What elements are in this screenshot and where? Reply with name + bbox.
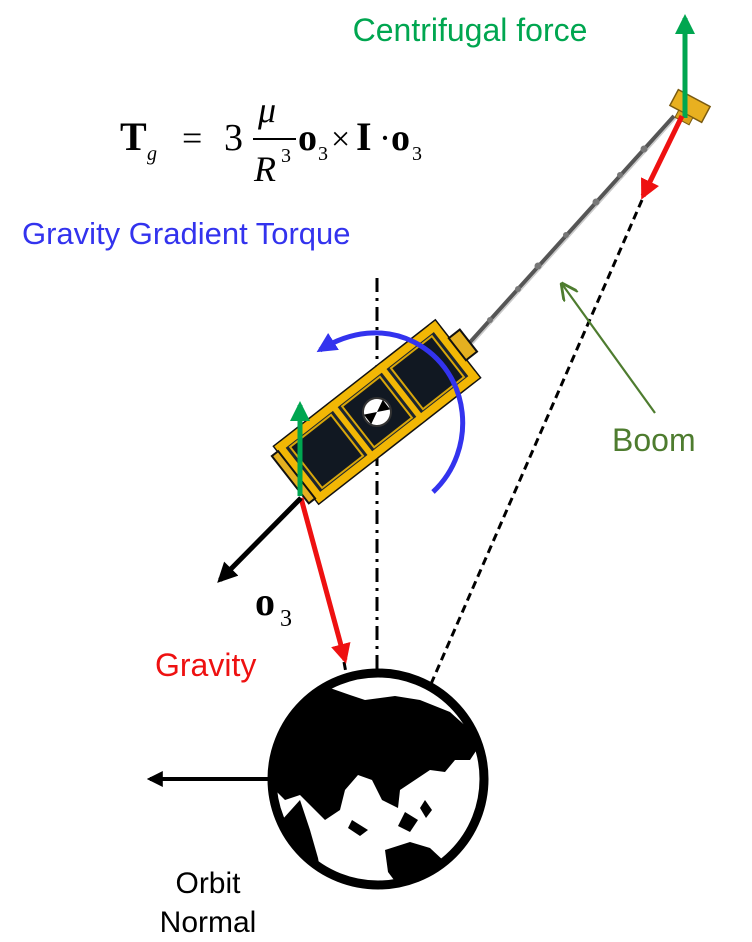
equation-lhs-subscript: g [147,143,157,165]
equation-term1-subscript: 3 [318,143,328,165]
satellite-body [270,318,482,506]
equation-cross: × [331,121,350,158]
equation-term2: o [391,117,410,159]
equation-equals: = [182,118,202,158]
satellite-gravity-arrow [298,497,351,664]
boom-tip-mass [668,88,712,126]
equation-inertia: I [356,114,372,159]
o3-axis-arrow [217,496,303,583]
o3-label-subscript: 3 [280,606,292,632]
equation-term2-subscript: 3 [412,143,422,165]
torque-arc-arrow [316,330,466,494]
orbit-normal-label-line1: Orbit [175,867,241,900]
earth-globe-icon [267,668,489,890]
tip-gravity-arrow [640,114,685,200]
equation-denominator-exponent: 3 [281,145,291,167]
boom-label: Boom [612,422,696,458]
centrifugal-force-label: Centrifugal force [353,12,588,48]
equation-denominator: R [253,149,276,189]
torque-label: Gravity Gradient Torque [22,216,351,251]
equation-numerator: μ [257,90,276,130]
gravity-label: Gravity [155,647,256,683]
orbit-normal-label-line2: Normal [160,906,257,939]
equation-coefficient: 3 [224,117,243,159]
boom-pointer-arrow [562,284,656,414]
boom [452,114,677,363]
equation-dot: · [379,118,391,158]
equation-lhs-symbol: T [120,114,147,159]
equation-term1: o [298,117,317,159]
torque-equation: T g = 3 μ R 3 o 3 × I · o 3 [120,90,422,189]
o3-label-symbol: o [255,579,275,624]
